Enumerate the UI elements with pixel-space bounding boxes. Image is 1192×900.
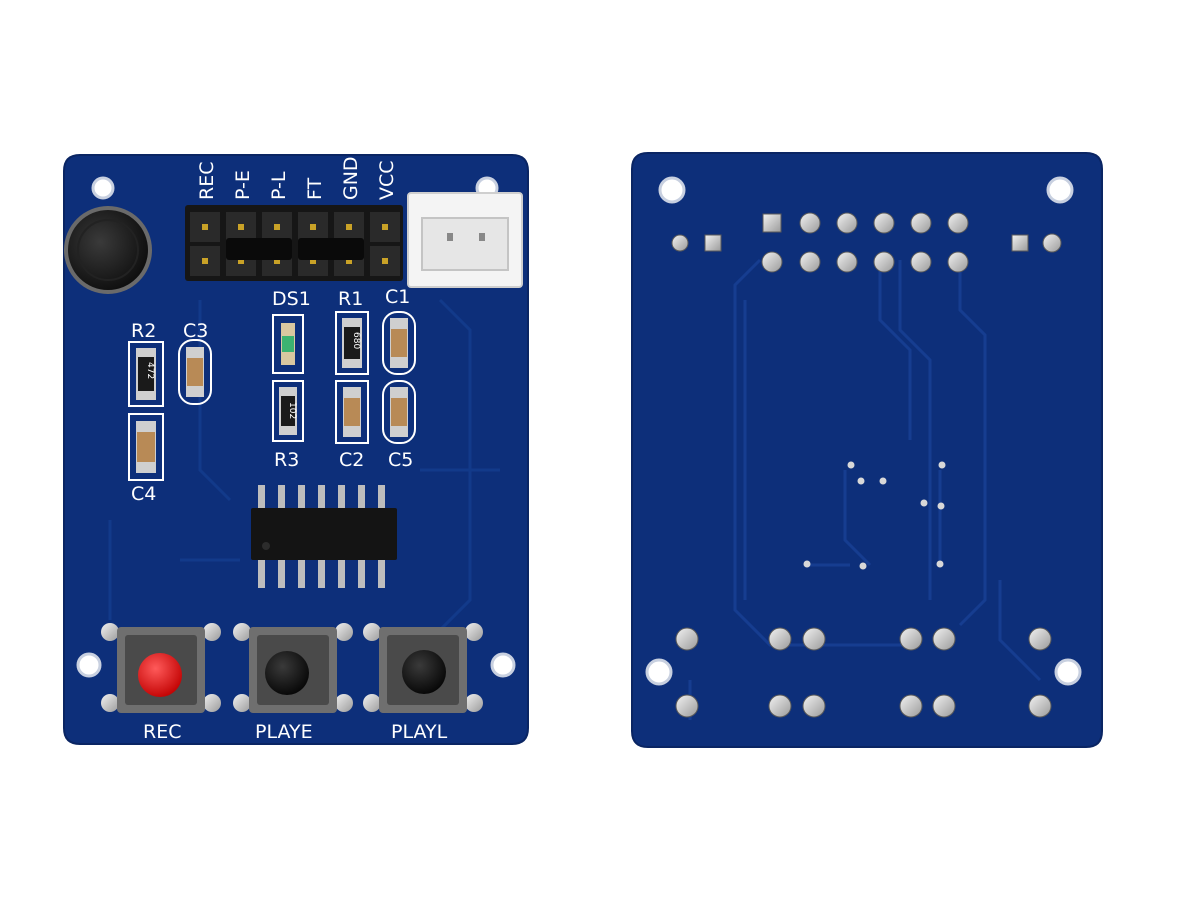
rec-button[interactable] xyxy=(101,623,221,713)
button-label-playe: PLAYE xyxy=(255,721,313,743)
pin-label-pl: P-L xyxy=(268,171,290,200)
speaker-connector xyxy=(407,192,523,288)
label-r1: R1 xyxy=(338,288,363,310)
marking-r2: 472 xyxy=(145,362,155,379)
marking-r1: 680 xyxy=(351,332,361,349)
smd-r3: 102 xyxy=(279,387,297,435)
marking-r3: 102 xyxy=(287,402,297,419)
pin-header xyxy=(185,205,403,281)
jumper-1[interactable] xyxy=(226,238,292,260)
ic-chip xyxy=(251,485,397,588)
mount-hole-tl xyxy=(91,176,115,200)
label-c1: C1 xyxy=(385,286,410,308)
button-label-playl: PLAYL xyxy=(391,721,448,743)
mount-hole-br xyxy=(490,652,516,678)
pin-label-gnd: GND xyxy=(340,156,362,200)
smd-ds1 xyxy=(281,323,295,365)
smd-r2: 472 xyxy=(136,348,156,400)
back-hole-tl xyxy=(658,176,686,204)
button-label-rec: REC xyxy=(143,721,181,743)
back-header-pads xyxy=(761,212,969,273)
front-board: REC P-E P-L FT GND VCC DS1 R1 C1 R2 C3 R… xyxy=(63,154,529,745)
smd-r1: 680 xyxy=(342,318,362,368)
smd-caps xyxy=(136,318,408,473)
label-c5: C5 xyxy=(388,449,413,471)
pin-label-ft: FT xyxy=(304,177,326,200)
back-hole-br xyxy=(1054,658,1082,686)
back-button-pads xyxy=(675,627,1052,718)
label-ds1: DS1 xyxy=(272,288,311,310)
back-hole-tr xyxy=(1046,176,1074,204)
pin-label-vcc: VCC xyxy=(376,160,398,200)
label-r2: R2 xyxy=(131,320,156,342)
back-pcb xyxy=(631,152,1103,748)
back-side-pads xyxy=(671,233,1062,253)
label-c4: C4 xyxy=(131,483,156,505)
front-traces xyxy=(108,298,500,642)
back-vias xyxy=(803,461,946,570)
microphone xyxy=(64,206,152,294)
pin-label-rec: REC xyxy=(196,162,218,200)
label-r3: R3 xyxy=(274,449,299,471)
pin-label-pe: P-E xyxy=(232,170,254,200)
back-traces xyxy=(688,258,1042,720)
front-pcb xyxy=(63,154,529,745)
mount-hole-bl xyxy=(76,652,102,678)
playe-button[interactable] xyxy=(233,623,353,713)
label-c3: C3 xyxy=(183,320,208,342)
back-hole-bl xyxy=(645,658,673,686)
jumper-2[interactable] xyxy=(298,238,364,260)
back-board xyxy=(631,152,1103,748)
playl-button[interactable] xyxy=(363,623,483,713)
label-c2: C2 xyxy=(339,449,364,471)
